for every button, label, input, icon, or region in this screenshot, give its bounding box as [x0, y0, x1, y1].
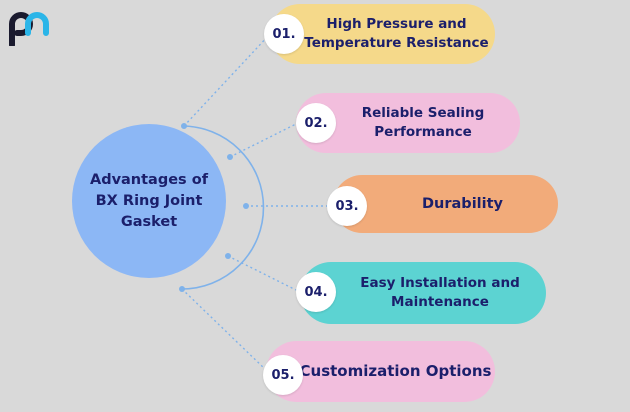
item-label-4: Easy Installation and Maintenance	[360, 275, 520, 310]
item-pill-3: Durability	[333, 175, 558, 233]
item-label-5: Customization Options	[299, 362, 492, 380]
item-number-1: 01.	[272, 26, 296, 42]
item-number-badge-4: 04.	[296, 272, 336, 312]
connector-line-4	[227, 255, 297, 291]
item-number-5: 05.	[271, 367, 295, 383]
item-number-badge-1: 01.	[264, 14, 304, 54]
item-number-badge-5: 05.	[263, 355, 303, 395]
connector-dot-3	[243, 203, 249, 209]
hub-arc	[181, 125, 265, 290]
item-number-badge-3: 03.	[327, 186, 367, 226]
connector-dot-1	[181, 123, 187, 129]
item-pill-4: Easy Installation and Maintenance	[300, 262, 546, 324]
connector-line-2	[229, 122, 299, 158]
hub-title: Advantages of BX Ring Joint Gasket	[89, 171, 209, 230]
item-label-3: Durability	[422, 195, 503, 212]
item-number-badge-2: 02.	[296, 103, 336, 143]
item-pill-2: Reliable Sealing Performance	[296, 93, 520, 153]
item-number-4: 04.	[304, 284, 328, 300]
connector-line-1	[183, 33, 271, 127]
connector-dot-2	[227, 154, 233, 160]
item-pill-5: Customization Options	[266, 341, 495, 402]
hub-circle: Advantages of BX Ring Joint Gasket	[72, 124, 226, 278]
item-number-2: 02.	[304, 115, 328, 131]
connector-dot-5	[179, 286, 185, 292]
item-label-1: High Pressure and Temperature Resistance	[304, 16, 489, 51]
item-label-2: Reliable Sealing Performance	[361, 105, 485, 140]
item-pill-1: High Pressure and Temperature Resistance	[270, 4, 495, 64]
connector-dot-4	[225, 253, 231, 259]
item-number-3: 03.	[335, 198, 359, 214]
brand-logo-icon	[9, 12, 49, 46]
connector-line-5	[181, 288, 267, 371]
